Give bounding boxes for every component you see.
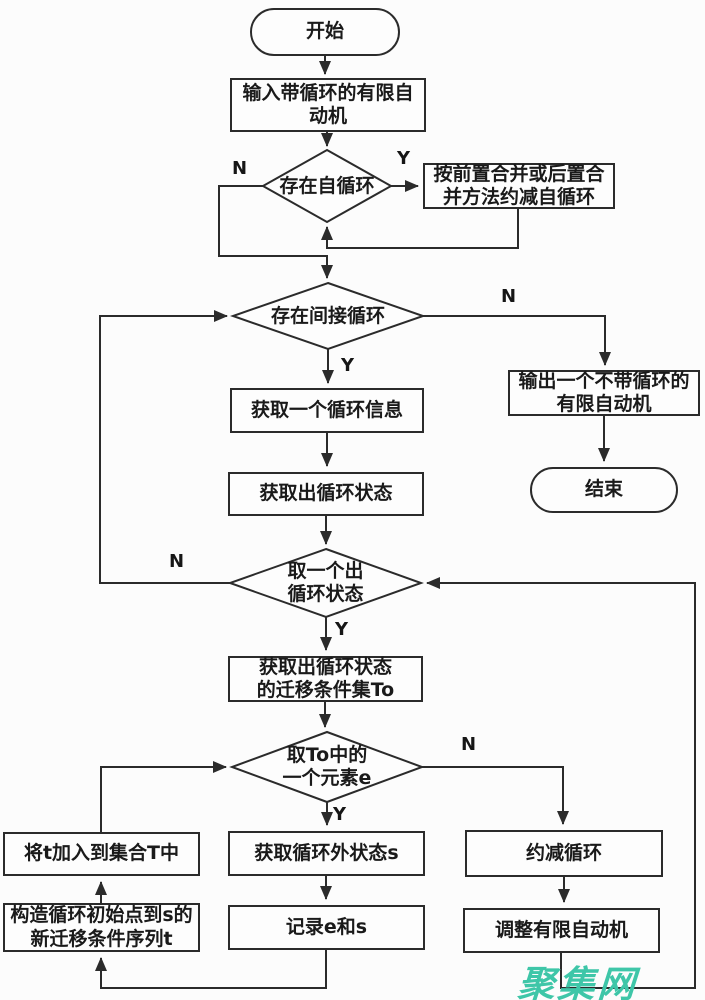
branch-label-no-take-element: N bbox=[461, 734, 477, 755]
branch-label-no-indirect-loop: N bbox=[501, 286, 517, 307]
decision-take-out-state-label: 取一个出 循环状态 bbox=[287, 560, 364, 605]
node-get-loop-info: 获取一个循环信息 bbox=[230, 388, 424, 433]
decision-take-out-state-shape bbox=[227, 547, 424, 619]
branch-label-yes-indirect-loop: Y bbox=[341, 355, 355, 376]
watermark: 聚集网 bbox=[516, 963, 640, 1000]
decision-take-element-shape bbox=[229, 730, 425, 804]
node-end: 结束 bbox=[530, 467, 678, 513]
node-record-e-s: 记录e和s bbox=[228, 905, 425, 950]
decision-indirect-loop-label: 存在间接循环 bbox=[270, 304, 385, 327]
decision-take-element-label: 取To中的 一个元素e bbox=[282, 744, 372, 789]
node-get-out-loop-states: 获取出循环状态 bbox=[228, 472, 424, 516]
branch-label-no-self-loop: N bbox=[232, 158, 248, 179]
node-reduce-loop: 约减循环 bbox=[465, 830, 663, 877]
branch-label-no-take-out-state: N bbox=[169, 551, 185, 572]
node-start: 开始 bbox=[250, 8, 400, 56]
node-get-outside-state: 获取循环外状态s bbox=[228, 831, 425, 876]
branch-label-yes-take-element: Y bbox=[333, 804, 347, 825]
branch-label-yes-take-out-state: Y bbox=[335, 619, 349, 640]
node-output-automaton: 输出一个不带循环的 有限自动机 bbox=[508, 370, 700, 416]
node-reduce-self-loop: 按前置合并或后置合 并方法约减自循环 bbox=[423, 163, 615, 209]
branch-label-yes-self-loop: Y bbox=[397, 148, 411, 169]
node-construct-sequence: 构造循环初始点到s的 新迁移条件序列t bbox=[3, 903, 200, 952]
decision-self-loop-shape bbox=[260, 148, 394, 224]
decision-indirect-loop-shape bbox=[229, 281, 427, 351]
node-add-t-to-set: 将t加入到集合T中 bbox=[3, 832, 200, 876]
node-adjust-automaton: 调整有限自动机 bbox=[463, 908, 660, 953]
node-input-automaton: 输入带循环的有限自 动机 bbox=[230, 78, 426, 132]
node-get-transition-set: 获取出循环状态 的迁移条件集To bbox=[228, 656, 423, 702]
decision-self-loop-label: 存在自循环 bbox=[279, 174, 375, 197]
